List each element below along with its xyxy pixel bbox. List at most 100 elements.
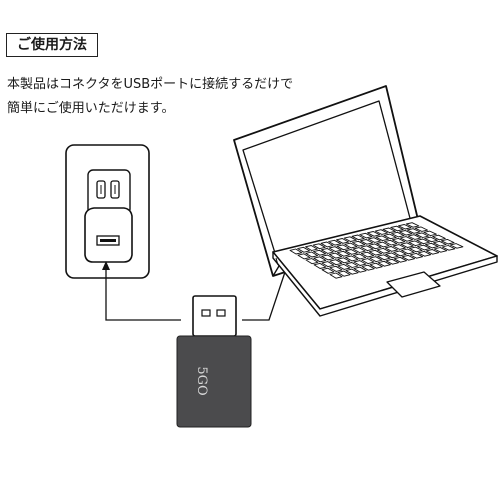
keyboard-key — [376, 247, 391, 254]
keyboard-key — [361, 264, 375, 271]
laptop-keyboard — [289, 222, 464, 279]
keyboard-key — [414, 226, 429, 232]
keyboard-key — [305, 245, 318, 251]
keyboard-key — [313, 256, 327, 263]
keyboard-key — [425, 249, 440, 255]
keyboard-key — [390, 225, 404, 232]
keyboard-key — [312, 243, 326, 250]
keyboard-key — [353, 266, 367, 273]
keyboard-key — [425, 242, 439, 249]
description-line-2: 簡単にご使用いただけます。 — [7, 101, 175, 116]
keyboard-key — [289, 248, 303, 255]
keyboard-key — [368, 249, 383, 256]
keyboard-key — [432, 234, 446, 241]
keyboard-key — [405, 222, 420, 228]
keyboard-key — [359, 232, 373, 239]
keyboard-key — [433, 247, 448, 253]
keyboard-key — [392, 244, 406, 250]
keyboard-key — [375, 235, 389, 242]
keyboard-key — [343, 236, 357, 242]
keyboard-key — [376, 241, 390, 248]
keyboard-key — [417, 244, 431, 251]
keyboard-key — [359, 239, 374, 245]
keyboard-key — [449, 243, 464, 249]
keyboard-key — [407, 234, 422, 240]
keyboard-key — [329, 259, 343, 266]
keyboard-key — [406, 228, 421, 234]
keyboard-key — [360, 245, 374, 252]
keyboard-key — [408, 240, 422, 247]
usb-charger — [84, 207, 133, 263]
keyboard-key — [401, 248, 415, 255]
keyboard-key — [352, 240, 366, 247]
keyboard-key — [345, 268, 359, 275]
keyboard-key — [353, 260, 367, 266]
keyboard-key — [417, 250, 432, 257]
keyboard-key — [352, 247, 366, 253]
keyboard-key — [399, 230, 413, 236]
keyboard-key — [353, 253, 367, 260]
keyboard-key — [393, 256, 407, 263]
keyboard-key — [377, 260, 391, 267]
keyboard-key — [400, 242, 414, 248]
description-line-1: 本製品はコネクタをUSBポートに接続するだけで — [7, 77, 294, 92]
keyboard-key — [344, 249, 358, 255]
keyboard-key — [329, 252, 343, 259]
keyboard-key — [313, 262, 327, 269]
keyboard-key — [409, 252, 424, 259]
keyboard-key — [361, 258, 375, 265]
keyboard-key — [337, 270, 351, 277]
keyboard-key — [391, 231, 405, 238]
keyboard-key — [433, 240, 447, 247]
keyboard-key — [351, 234, 365, 241]
keyboard-key — [336, 238, 350, 244]
keyboard-key — [367, 231, 381, 237]
keyboard-key — [321, 254, 335, 261]
laptop — [233, 85, 498, 317]
keyboard-key — [441, 245, 456, 251]
keyboard-key — [399, 236, 414, 242]
keyboard-key — [385, 252, 399, 259]
usb-device: 5GO — [176, 295, 252, 428]
keyboard-key — [328, 246, 342, 252]
section-label: ご使用方法 — [6, 33, 98, 57]
keyboard-key — [398, 224, 412, 230]
keyboard-key — [360, 251, 375, 258]
keyboard-key — [374, 229, 389, 235]
keyboard-key — [423, 230, 437, 237]
keyboard-key — [401, 254, 416, 261]
keyboard-key — [297, 253, 311, 260]
keyboard-key — [337, 257, 351, 264]
keyboard-key — [385, 258, 399, 265]
keyboard-key — [337, 263, 351, 270]
keyboard-key — [328, 239, 342, 246]
keyboard-key — [329, 265, 343, 272]
keyboard-key — [424, 236, 438, 243]
keyboard-key — [416, 238, 430, 245]
keyboard-key — [367, 237, 381, 243]
keyboard-key — [369, 256, 383, 263]
device-logo: 5GO — [194, 366, 209, 395]
keyboard-key — [415, 232, 429, 238]
keyboard-key — [368, 243, 382, 250]
keyboard-key — [336, 244, 350, 251]
keyboard-key — [321, 267, 335, 274]
keyboard-key — [345, 255, 359, 262]
keyboard-key — [440, 238, 455, 245]
keyboard-key — [369, 262, 383, 269]
keyboard-key — [320, 241, 334, 248]
keyboard-key — [344, 242, 358, 249]
keyboard-key — [320, 248, 334, 254]
keyboard-key — [383, 233, 397, 240]
keyboard-key — [384, 246, 398, 252]
keyboard-key — [345, 262, 359, 268]
keyboard-key — [305, 251, 319, 258]
keyboard-key — [377, 254, 391, 261]
keyboard-key — [336, 250, 350, 257]
keyboard-key — [297, 246, 311, 253]
keyboard-key — [329, 272, 343, 279]
keyboard-key — [313, 249, 327, 256]
keyboard-key — [393, 250, 407, 257]
description: 本製品はコネクタをUSBポートに接続するだけで 簡単にご使用いただけます。 — [7, 73, 487, 121]
